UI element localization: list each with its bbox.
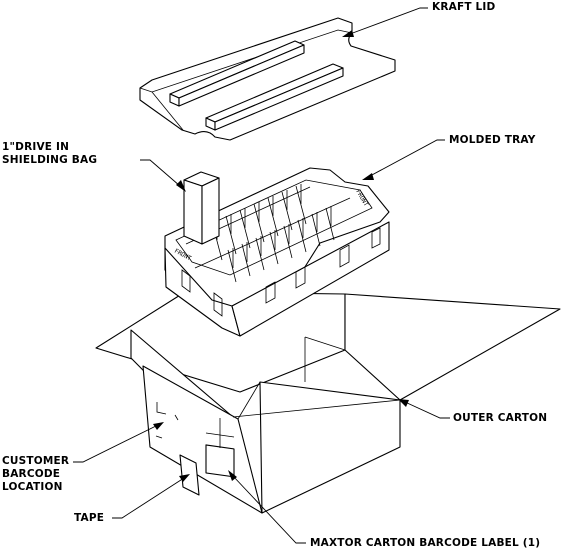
- leader-lines: [73, 7, 450, 544]
- label-tape: TAPE: [74, 512, 105, 524]
- label-customer-line3: LOCATION: [2, 481, 63, 493]
- molded-tray: FRONT FRONT: [164, 167, 390, 337]
- label-outer-carton: OUTER CARTON: [453, 412, 548, 424]
- label-molded-tray: MOLDED TRAY: [449, 134, 536, 146]
- label-kraft-lid: KRAFT LID: [432, 1, 496, 13]
- label-customer-line2: BARCODE: [2, 468, 61, 480]
- label-maxtor-barcode: MAXTOR CARTON BARCODE LABEL (1): [310, 537, 541, 549]
- drive-in-bag: [183, 171, 220, 245]
- label-customer-line1: CUSTOMER: [2, 455, 70, 467]
- label-drive-line1: 1"DRIVE IN: [2, 141, 70, 153]
- label-drive-line2: SHIELDING BAG: [2, 154, 98, 166]
- outer-carton: [95, 291, 561, 514]
- kraft-lid: [139, 17, 396, 141]
